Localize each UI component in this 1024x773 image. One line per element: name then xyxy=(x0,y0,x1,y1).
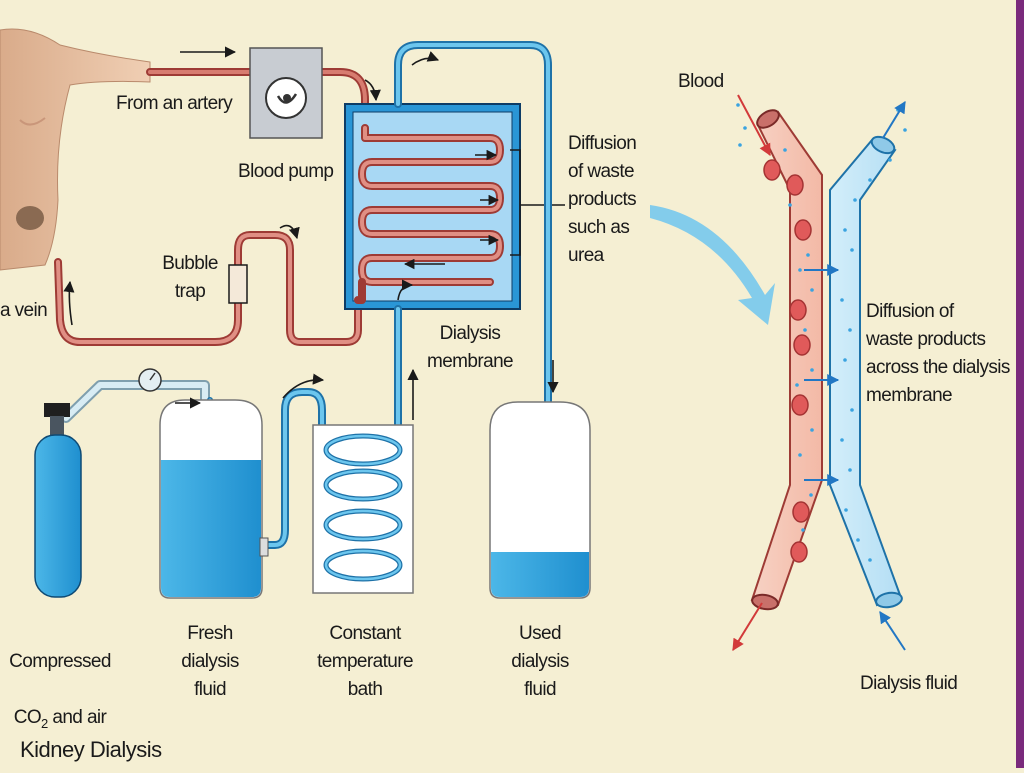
zoom-arrow xyxy=(650,205,775,325)
flow-arrows xyxy=(63,46,559,420)
label-diffusion-urea: Diffusion of waste products such as urea xyxy=(568,133,637,266)
blood-pump xyxy=(249,47,323,139)
used-fluid-jar xyxy=(489,401,591,599)
temperature-bath xyxy=(312,424,414,594)
membrane-closeup xyxy=(732,94,907,652)
label-temp-bath: Constant temperature bath xyxy=(317,623,413,700)
label-compressed-gas-rest: and air xyxy=(47,707,107,728)
bubble-trap xyxy=(228,264,248,304)
accent-bar xyxy=(1016,0,1024,768)
label-diffusion-membrane: Diffusion of waste products across the d… xyxy=(866,301,1010,406)
pressure-gauge xyxy=(138,368,162,392)
label-compressed-gas: Compressed CO2 and air xyxy=(0,620,120,738)
label-dialysis-fluid: Dialysis fluid xyxy=(860,673,958,694)
label-used-fluid: Used dialysis fluid xyxy=(511,623,569,700)
flow-arrows-dialyzer xyxy=(403,149,500,270)
gas-cylinder xyxy=(34,403,82,598)
label-compressed-gas-line1: Compressed xyxy=(9,651,111,672)
label-fresh-fluid: Fresh dialysis fluid xyxy=(181,623,239,700)
label-to-vein: a vein xyxy=(0,300,48,321)
fresh-fluid-jar xyxy=(159,399,269,599)
diagram-title: Kidney Dialysis xyxy=(20,737,162,762)
label-blood: Blood xyxy=(678,71,724,92)
label-blood-pump: Blood pump xyxy=(238,161,334,182)
human-torso-illustration xyxy=(0,28,151,271)
label-from-artery: From an artery xyxy=(116,93,233,114)
label-compressed-gas-sub: 2 xyxy=(41,715,48,731)
label-bubble-trap: Bubble trap xyxy=(162,253,218,302)
label-dialysis-membrane: Dialysis membrane xyxy=(426,323,514,372)
membrane-coil xyxy=(354,124,504,304)
label-compressed-gas-co: CO xyxy=(13,707,42,728)
